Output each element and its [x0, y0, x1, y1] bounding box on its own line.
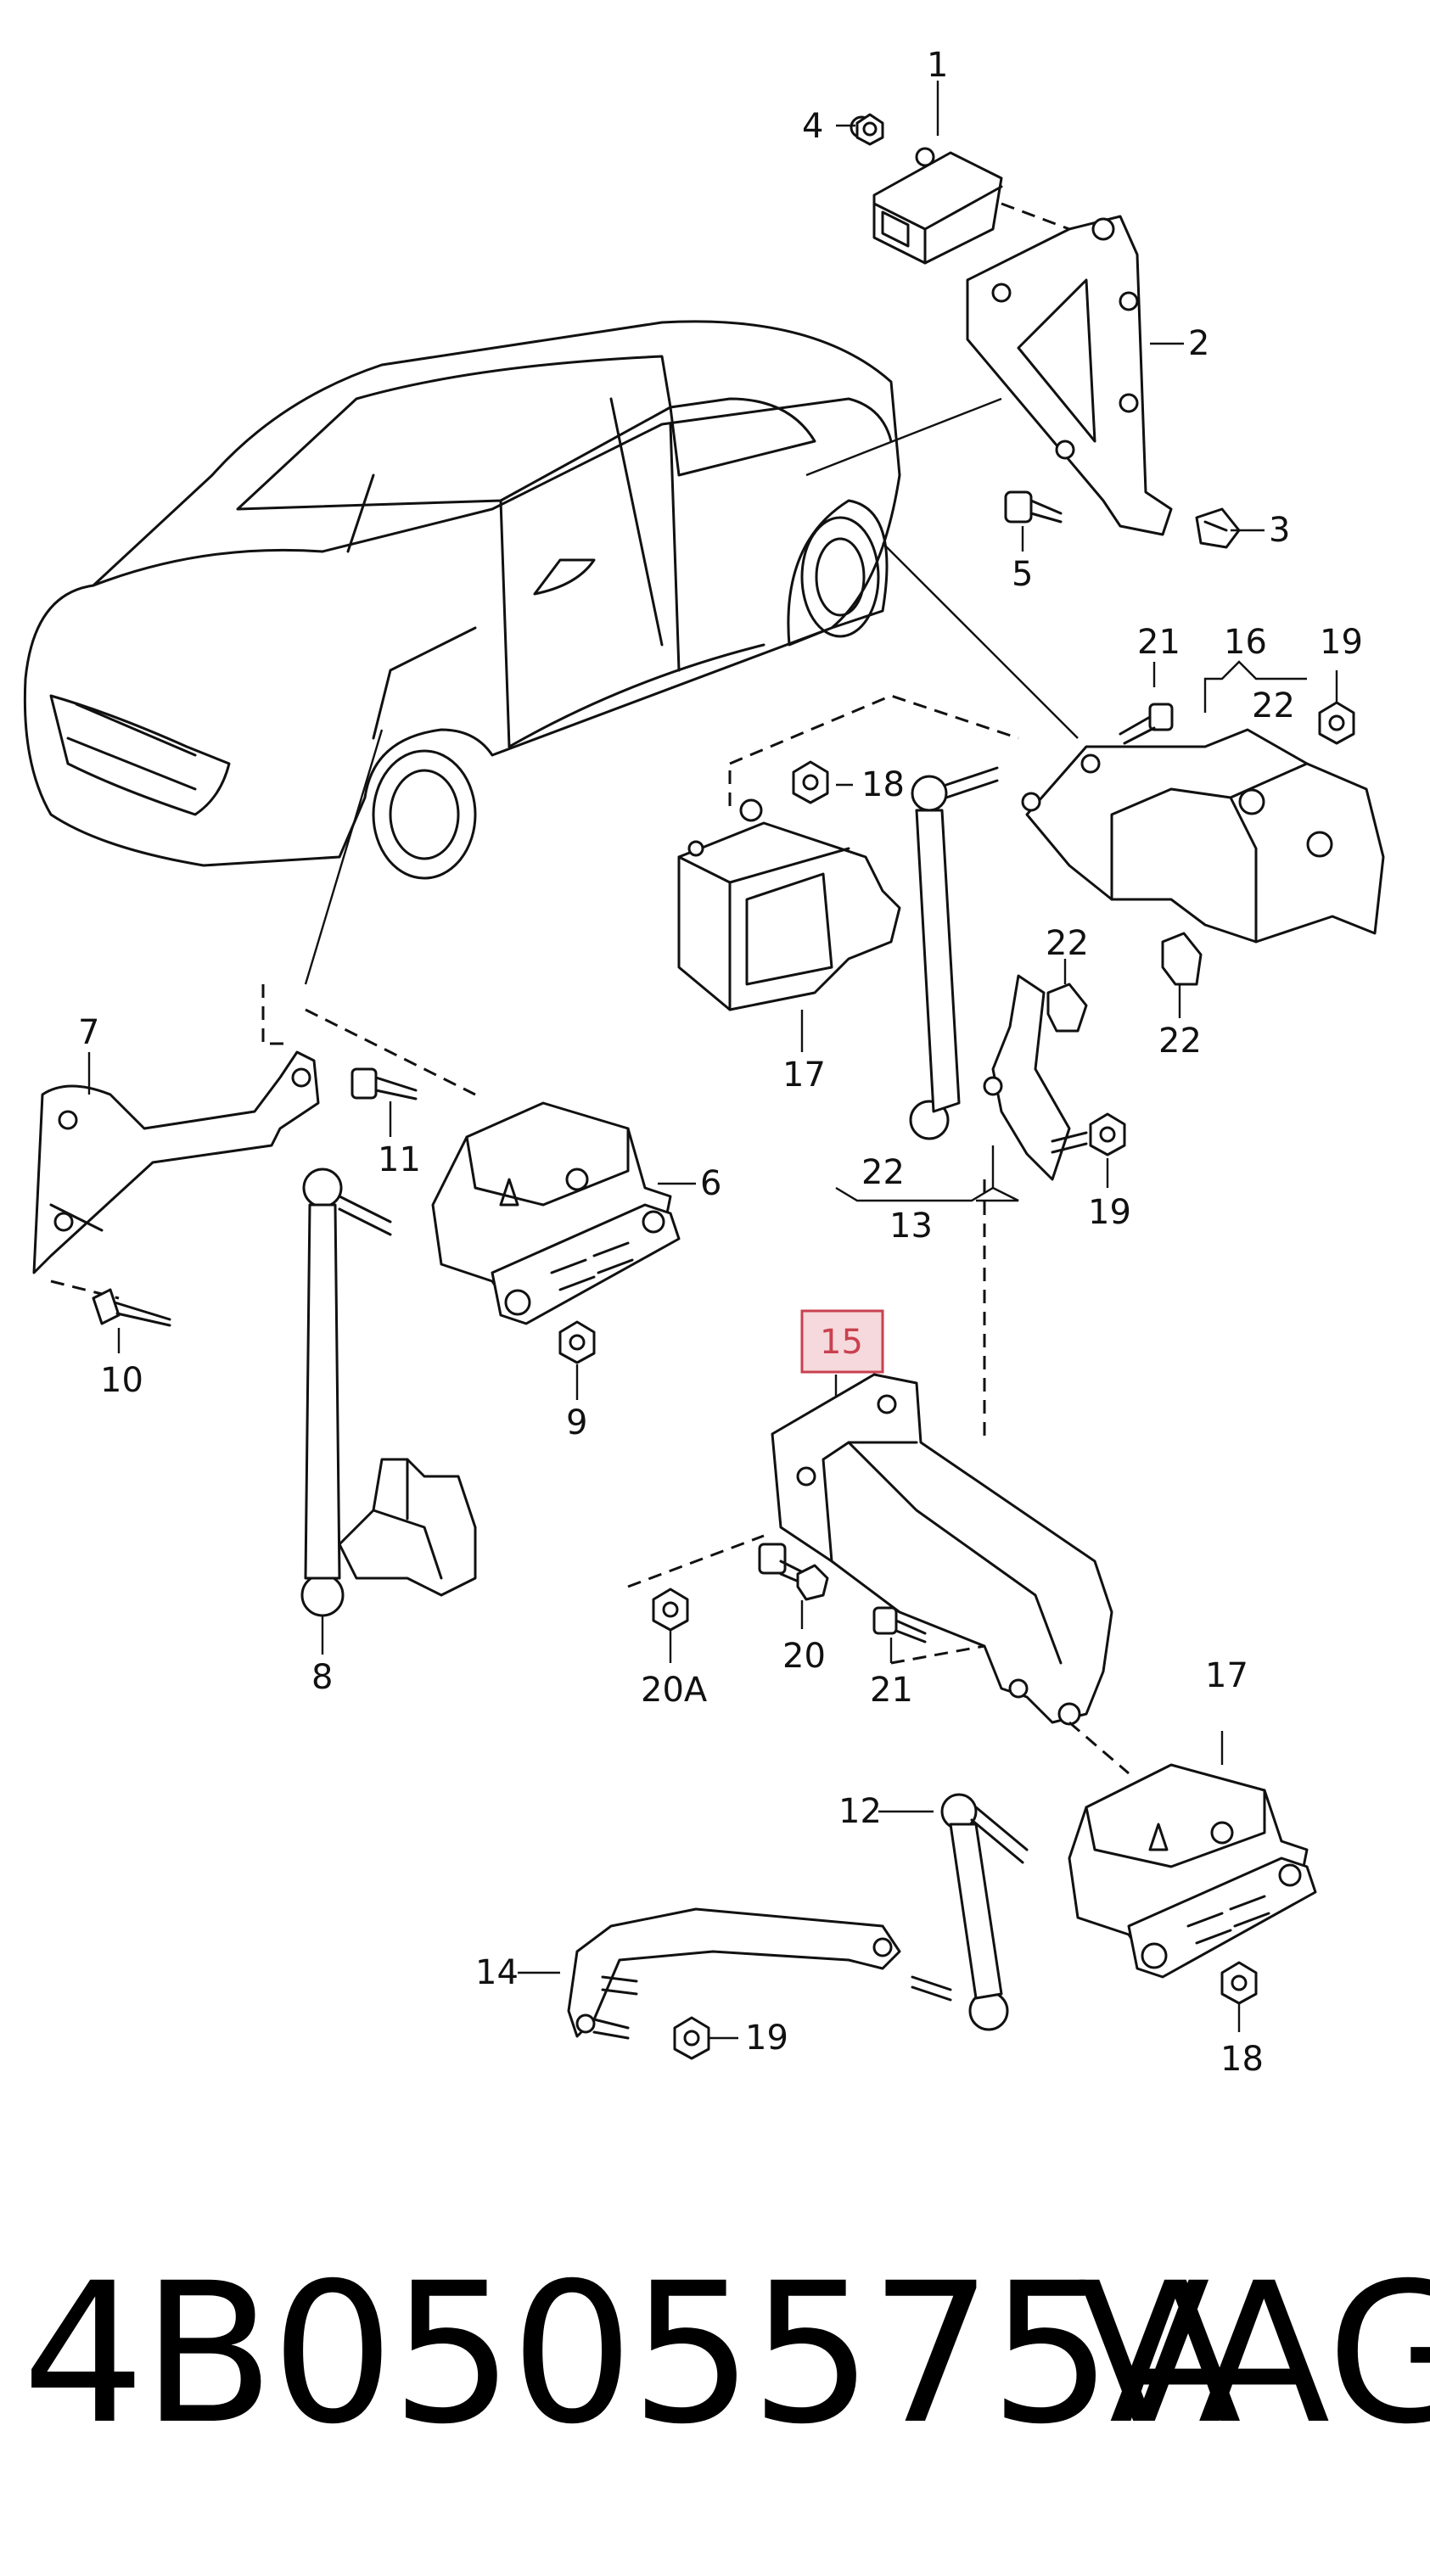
parts-diagram: 1 4 2 3 5 21 16 19 22 18 22 22 17 22 19 …: [23, 46, 1385, 2079]
callout-22-d: 22: [861, 1153, 905, 1192]
callout-17-lower: 17: [1205, 1656, 1248, 1695]
callout-7: 7: [78, 1013, 99, 1052]
callout-13: 13: [889, 1207, 933, 1246]
nut-part-18-lower: [1220, 1961, 1258, 2005]
bracket-part-7: [32, 1050, 320, 1274]
leader-lines: [87, 81, 1338, 2040]
nut-part-18-upper: [792, 760, 829, 804]
callout-15: 15: [820, 1323, 863, 1362]
control-unit-part-1: [850, 115, 1070, 265]
callout-15-highlighted[interactable]: 15: [800, 1309, 884, 1374]
car-illustration: [23, 320, 901, 880]
bracket-part-15: [771, 1373, 1113, 1726]
clip-part-3: [1195, 507, 1241, 549]
bolt-part-21-lower: [872, 1606, 927, 1644]
callout-1: 1: [927, 46, 948, 85]
callout-19-middle: 19: [1088, 1193, 1131, 1232]
callout-22-a: 22: [1252, 686, 1295, 725]
callout-22-b: 22: [1046, 924, 1089, 963]
callout-20A: 20A: [641, 1671, 708, 1710]
bracket-part-14: [567, 1907, 952, 2040]
callout-3: 3: [1269, 511, 1290, 550]
callout-labels: 1 4 2 3 5 21 16 19 22 18 22 22 17 22 19 …: [78, 46, 1363, 2079]
brand-text: VAG: [1078, 2241, 1430, 2467]
bolt-part-5: [1004, 490, 1063, 524]
callout-21-upper: 21: [1137, 623, 1180, 662]
callout-2: 2: [1188, 324, 1209, 363]
callout-12: 12: [838, 1792, 882, 1831]
bracket-part-16: [1021, 728, 1385, 944]
callout-9: 9: [566, 1403, 587, 1442]
nut-part-9: [558, 1320, 596, 1364]
callout-11: 11: [378, 1140, 421, 1179]
level-sensor-part-6: [431, 1101, 681, 1325]
callout-18-lower: 18: [1220, 2040, 1264, 2079]
link-rod-part-8: [300, 1168, 477, 1617]
clip-part-22-middle: [1046, 983, 1088, 1033]
callout-21-lower: 21: [870, 1671, 913, 1710]
part-number-text: 4B0505575A: [22, 2241, 1242, 2467]
callout-16: 16: [1224, 623, 1267, 662]
clip-part-22-lower-right: [1161, 932, 1203, 986]
bolt-part-11: [350, 1067, 418, 1100]
bolt-part-20: [758, 1543, 829, 1601]
bolt-part-21-upper: [1119, 703, 1174, 745]
callout-14: 14: [475, 1953, 519, 1992]
callout-20: 20: [782, 1637, 826, 1676]
callout-10: 10: [100, 1361, 143, 1400]
level-sensor-part-17-lower: [1068, 1763, 1317, 1979]
nut-part-19-lower: [673, 2016, 710, 2060]
level-sensor-part-17-upper: [677, 798, 901, 1011]
callout-4: 4: [802, 107, 823, 146]
nut-part-20A: [652, 1588, 689, 1632]
callout-17-upper: 17: [782, 1056, 826, 1095]
callout-19-lower: 19: [745, 2019, 788, 2058]
callout-22-c: 22: [1158, 1022, 1202, 1061]
rivet-part-10: [92, 1288, 171, 1327]
bracket-part-2: [966, 215, 1173, 536]
nut-part-19-middle: [1051, 1112, 1126, 1156]
nut-part-19-upper: [1318, 701, 1355, 745]
callout-18-upper: 18: [861, 765, 905, 804]
callout-19-upper: 19: [1320, 623, 1363, 662]
callout-8: 8: [311, 1658, 333, 1697]
link-rod-part-13: [909, 766, 1071, 1181]
callout-6: 6: [700, 1164, 721, 1203]
nut-part-4: [855, 113, 884, 146]
callout-5: 5: [1012, 555, 1033, 594]
link-rod-part-12: [940, 1793, 1029, 2031]
